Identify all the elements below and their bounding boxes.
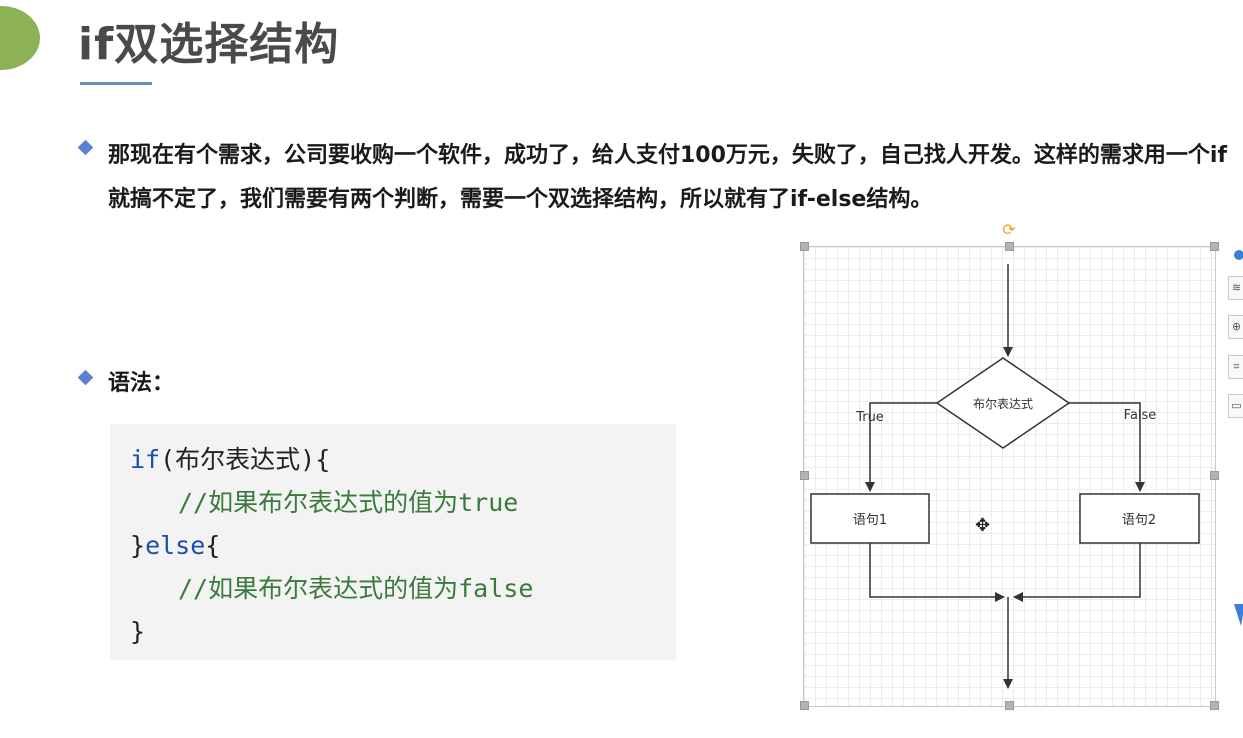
code-line-1: if(布尔表达式){: [110, 438, 676, 481]
resize-handle-bl[interactable]: [800, 701, 809, 710]
page-icon[interactable]: ▭: [1228, 394, 1243, 418]
merge-arrow-right[interactable]: [1013, 543, 1141, 602]
zoom-out-icon[interactable]: [1234, 250, 1243, 260]
diamond-bullet-icon: [77, 139, 94, 156]
code-block: if(布尔表达式){ //如果布尔表达式的值为true }else{ //如果布…: [110, 424, 676, 660]
title-underline: [80, 82, 152, 85]
code-brace-end: }: [130, 617, 146, 646]
move-cursor-icon: ✥: [975, 515, 991, 536]
statement2-label: 语句2: [1122, 513, 1156, 528]
code-keyword-else: else: [145, 531, 206, 560]
requirement-paragraph: 那现在有个需求，公司要收购一个软件，成功了，给人支付100万元，失败了，自己找人…: [108, 143, 1228, 212]
layers-icon[interactable]: ≋: [1228, 276, 1243, 300]
resize-handle-b[interactable]: [1005, 701, 1014, 710]
resize-handle-tl[interactable]: [800, 242, 809, 251]
decision-diamond[interactable]: [935, 357, 1071, 449]
code-keyword-if: if: [130, 445, 161, 474]
diamond-bullet-icon: [77, 369, 94, 386]
decision-label: 布尔表达式: [973, 396, 1033, 411]
code-condition: (布尔表达式){: [160, 445, 331, 474]
code-comment-true: //如果布尔表达式的值为: [178, 488, 459, 517]
code-value-false: false: [458, 574, 534, 603]
resize-handle-tr[interactable]: [1210, 242, 1219, 251]
zoom-in-icon[interactable]: ⊕: [1228, 315, 1243, 339]
false-branch-arrow[interactable]: [1069, 402, 1145, 492]
statement1-box[interactable]: [810, 493, 930, 544]
syntax-label: 语法：: [108, 371, 175, 396]
statement1-label: 语句1: [853, 513, 887, 528]
code-comment-false: //如果布尔表达式的值为: [178, 574, 459, 603]
resize-handle-r[interactable]: [1210, 471, 1219, 480]
title-decoration: [0, 6, 40, 70]
merge-arrow-left[interactable]: [869, 543, 1005, 602]
true-label: True: [855, 410, 884, 425]
page-title: if双选择结构: [78, 19, 340, 70]
rotate-handle-icon[interactable]: ⟳: [1002, 220, 1016, 239]
resize-handle-br[interactable]: [1210, 701, 1219, 710]
code-line-5: }: [110, 610, 676, 653]
false-label: False: [1124, 408, 1157, 423]
flowchart-diagram[interactable]: 布尔表达式 True False 语句1 语句2: [803, 246, 1214, 706]
resize-handle-t[interactable]: [1005, 242, 1014, 251]
code-brace-open: {: [205, 531, 221, 560]
code-line-4: //如果布尔表达式的值为false: [110, 567, 676, 610]
fit-icon[interactable]: ⌗: [1228, 355, 1243, 379]
flowchart-canvas[interactable]: [803, 246, 1216, 707]
true-branch-arrow[interactable]: [865, 402, 937, 492]
scroll-icon[interactable]: [1234, 604, 1243, 626]
code-line-2: //如果布尔表达式的值为true: [110, 481, 676, 524]
code-line-3: }else{: [110, 524, 676, 567]
code-brace-close: }: [130, 531, 146, 560]
code-value-true: true: [458, 488, 519, 517]
resize-handle-l[interactable]: [800, 471, 809, 480]
